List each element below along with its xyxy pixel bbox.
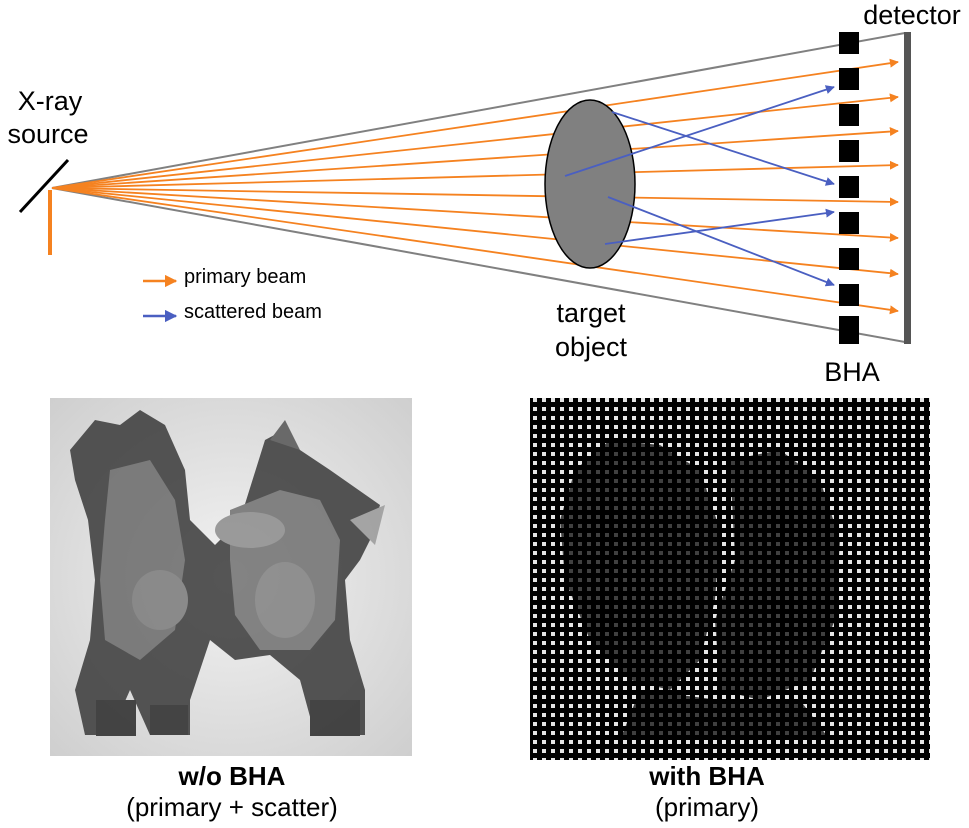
bha-array (839, 32, 859, 344)
legend: primary beam scattered beam (143, 266, 322, 323)
primary-ray (52, 188, 898, 311)
bha-block (839, 176, 859, 198)
detector-label: detector (863, 0, 961, 30)
bha-block (839, 284, 859, 306)
right-panel-title: with BHA (648, 761, 765, 791)
scattered-ray (608, 197, 834, 285)
bha-block (839, 316, 859, 344)
primary-beam-rays (52, 62, 898, 311)
legend-primary-label: primary beam (184, 266, 306, 288)
target-object (545, 100, 635, 268)
primary-ray (52, 131, 898, 188)
right-panel-subtitle: (primary) (655, 792, 759, 822)
xray-source (20, 160, 68, 255)
bha-block (839, 140, 859, 162)
source-label-line2: source (7, 119, 88, 149)
legend-scattered-label: scattered beam (184, 301, 322, 323)
bha-block (839, 104, 859, 126)
detector-plate (904, 32, 911, 344)
projection-image-with-bha (530, 398, 930, 760)
projection-image-without-bha (50, 398, 412, 756)
bha-block (839, 32, 859, 54)
scattered-ray (605, 212, 834, 244)
bha-block (839, 248, 859, 270)
left-panel-title: w/o BHA (178, 761, 286, 791)
target-label-line1: target (556, 298, 626, 328)
bha-block (839, 212, 859, 234)
bha-block (839, 68, 859, 90)
left-panel-subtitle: (primary + scatter) (126, 792, 338, 822)
bha-label: BHA (824, 357, 880, 387)
target-label-line2: object (555, 332, 628, 362)
source-label-line1: X-ray (18, 86, 83, 116)
